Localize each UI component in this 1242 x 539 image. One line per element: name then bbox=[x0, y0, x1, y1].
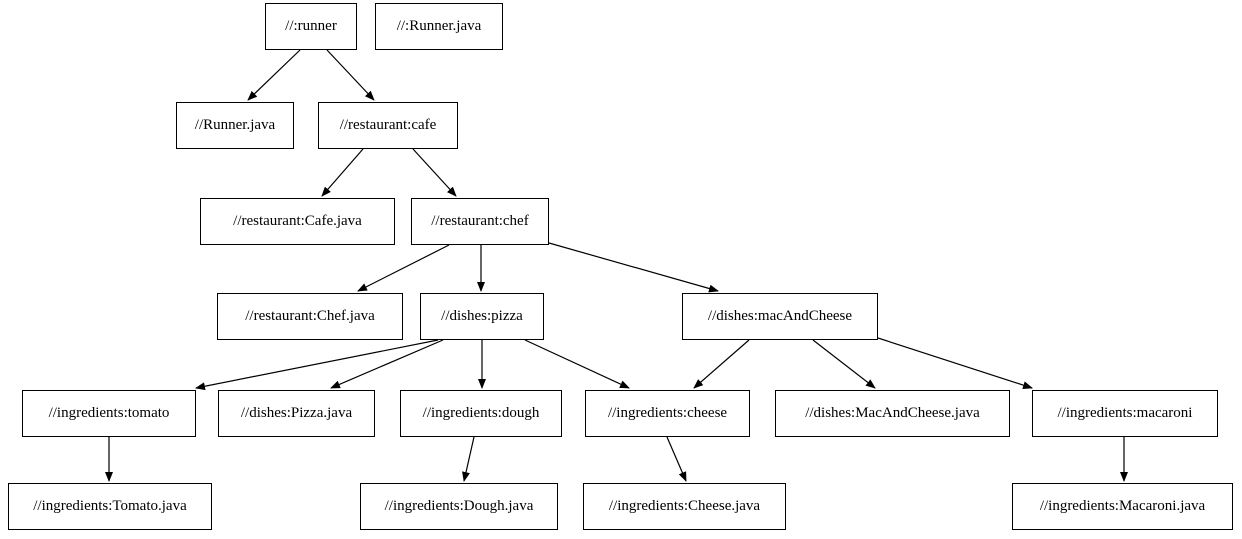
graph-node-label: //restaurant:cafe bbox=[339, 117, 437, 133]
graph-node-label: //Runner.java bbox=[194, 117, 276, 133]
graph-node-label: //ingredients:Tomato.java bbox=[33, 498, 187, 514]
graph-node-restaurant_chef_java[interactable]: //restaurant:Chef.java bbox=[217, 293, 403, 340]
graph-edge bbox=[330, 339, 444, 389]
graph-node-label: //restaurant:Chef.java bbox=[245, 308, 375, 324]
graph-node-ing_tomato[interactable]: //ingredients:tomato bbox=[22, 390, 196, 437]
graph-edge bbox=[321, 148, 364, 197]
graph-node-label: //ingredients:tomato bbox=[48, 405, 170, 421]
graph-node-label: //dishes:MacAndCheese.java bbox=[805, 405, 980, 421]
graph-node-restaurant_chef[interactable]: //restaurant:chef bbox=[411, 198, 549, 245]
graph-node-dishes_pizza[interactable]: //dishes:pizza bbox=[420, 293, 544, 340]
graph-edge bbox=[195, 339, 439, 391]
graph-node-restaurant_cafe[interactable]: //restaurant:cafe bbox=[318, 102, 458, 149]
graph-node-restaurant_cafe_java[interactable]: //restaurant:Cafe.java bbox=[200, 198, 395, 245]
graph-node-dishes_macandcheese[interactable]: //dishes:macAndCheese bbox=[682, 293, 878, 340]
graph-node-ing_cheese_java[interactable]: //ingredients:Cheese.java bbox=[583, 483, 786, 530]
graph-node-ing_dough_java[interactable]: //ingredients:Dough.java bbox=[360, 483, 558, 530]
graph-node-ing_cheese[interactable]: //ingredients:cheese bbox=[585, 390, 750, 437]
graph-node-label: //ingredients:Macaroni.java bbox=[1039, 498, 1206, 514]
graph-node-runner_java_root[interactable]: //:Runner.java bbox=[375, 3, 503, 50]
graph-node-label: //ingredients:cheese bbox=[607, 405, 728, 421]
graph-node-ing_macaroni_java[interactable]: //ingredients:Macaroni.java bbox=[1012, 483, 1233, 530]
graph-node-label: //ingredients:macaroni bbox=[1057, 405, 1193, 421]
graph-node-ing_macaroni[interactable]: //ingredients:macaroni bbox=[1032, 390, 1218, 437]
graph-node-ing_dough[interactable]: //ingredients:dough bbox=[400, 390, 562, 437]
graph-edge bbox=[357, 244, 450, 292]
graph-edge bbox=[877, 337, 1033, 390]
graph-node-label: //restaurant:chef bbox=[431, 213, 529, 229]
graph-edge bbox=[247, 49, 301, 101]
graph-node-runner[interactable]: //:runner bbox=[265, 3, 357, 50]
graph-edge bbox=[666, 436, 687, 482]
graph-edge bbox=[462, 436, 475, 482]
graph-node-label: //dishes:pizza bbox=[441, 308, 523, 324]
graph-node-ing_tomato_java[interactable]: //ingredients:Tomato.java bbox=[8, 483, 212, 530]
graph-edge bbox=[548, 242, 719, 293]
graph-node-label: //dishes:Pizza.java bbox=[240, 405, 353, 421]
graph-node-dishes_pizza_java[interactable]: //dishes:Pizza.java bbox=[218, 390, 375, 437]
graph-node-label: //restaurant:Cafe.java bbox=[233, 213, 362, 229]
graph-edge bbox=[693, 339, 750, 389]
graph-edge bbox=[524, 339, 630, 389]
graph-node-label: //dishes:macAndCheese bbox=[707, 308, 853, 324]
graph-node-label: //:Runner.java bbox=[396, 18, 482, 34]
graph-node-label: //:runner bbox=[285, 18, 337, 34]
graph-edge bbox=[812, 339, 876, 389]
graph-node-runner_java[interactable]: //Runner.java bbox=[176, 102, 294, 149]
graph-node-label: //ingredients:Cheese.java bbox=[608, 498, 761, 514]
graph-node-label: //ingredients:Dough.java bbox=[384, 498, 534, 514]
graph-node-label: //ingredients:dough bbox=[422, 405, 540, 421]
graph-edge bbox=[326, 49, 375, 101]
graph-node-dishes_macandcheese_java[interactable]: //dishes:MacAndCheese.java bbox=[775, 390, 1010, 437]
graph-edge bbox=[412, 148, 457, 197]
